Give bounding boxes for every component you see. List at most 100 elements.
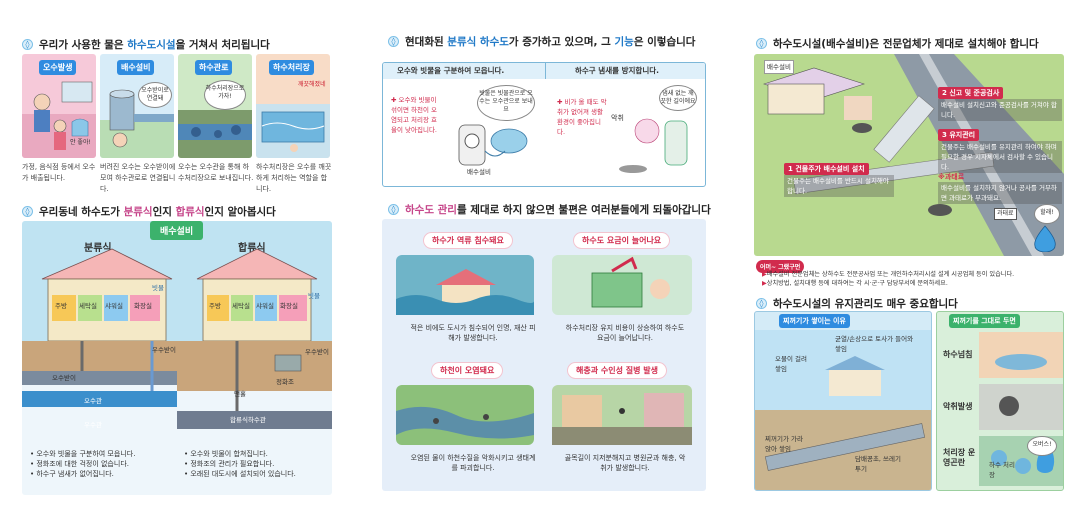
section-heading-2: ◊우리동네 하수도가 분류식인지 합류식인지 알아봅시다 bbox=[22, 204, 276, 219]
step-caption-4: 하수처리장은 오수를 깨끗하게 처리하는 역할을 합니다. bbox=[256, 163, 332, 193]
flood-illustration bbox=[396, 255, 534, 315]
step-text-3: 건물주는 배수설비를 유지관리 하여야 하며 필요한 경우 지자체에서 검사할 … bbox=[938, 141, 1062, 173]
step-caption-1: 가정, 음식점 등에서 오수가 배출됩니다. bbox=[22, 163, 96, 182]
bullet: • 정화조에 대한 걱정이 없습니다. bbox=[30, 460, 129, 468]
bullet: • 오수와 빗물을 구분하여 모읍니다. bbox=[30, 450, 136, 458]
consequence-text-3: 오염된 물이 하천수질을 악화시키고 생태계를 파괴합니다. bbox=[410, 454, 536, 472]
consequence-tag-4: 해충과 수인성 질병 발생 bbox=[568, 363, 666, 378]
step-caption-3: 오수는 오수관을 통해 하수처리장으로 보내집니다. bbox=[178, 163, 254, 182]
water-drop-mascot-icon bbox=[1034, 225, 1056, 252]
pipe-illustration bbox=[178, 110, 252, 158]
function-head-bg bbox=[383, 63, 545, 79]
odor-illustration bbox=[619, 118, 688, 173]
polluted-river-illustration bbox=[396, 385, 534, 445]
shop-sign: 배수설비 bbox=[764, 60, 794, 74]
speech-mascot: 할래! bbox=[1034, 204, 1060, 224]
notes: ▶배수설비 전문업체는 상하수도 전문공사업 또는 개인하수처리시설 설계 시공… bbox=[762, 270, 1072, 288]
drain-illustration bbox=[100, 89, 174, 158]
drop-icon: ◊ bbox=[22, 206, 33, 217]
step-card-1: 오수발생 안 좋아! bbox=[22, 54, 96, 158]
treatment-plant-illustration bbox=[256, 104, 330, 158]
banner-tag: 배수설비 bbox=[150, 221, 204, 240]
step-block-4: ※과태료 배수설비를 설치하지 않거나 공사를 거부하면 과태료가 부과돼요. bbox=[938, 172, 1062, 204]
speech-effects: 오버스! bbox=[1027, 436, 1057, 456]
speech-function-2: 냄새 없는 깨끗한 길이에요 bbox=[659, 85, 697, 111]
function-text-2: ✚ 비가 올 때도 악취가 없어져 생활환경이 좋아집니다. bbox=[557, 98, 607, 136]
room-label: 샤워실 bbox=[105, 302, 123, 310]
consequence-tag-3: 하천이 오염돼요 bbox=[432, 363, 503, 378]
panel-sewer-process: ◊우리가 사용한 물은 하수도시설을 거쳐서 처리됩니다 오수발생 안 좋아! … bbox=[0, 0, 360, 525]
step-title-2: 2 신고 및 준공검사 bbox=[938, 87, 1004, 99]
left-title: 분류식 bbox=[84, 243, 112, 254]
speech-step1: 안 좋아! bbox=[70, 139, 91, 146]
step-block-1: 1 건물주가 배수설비 설치 건물주는 배수설비를 반드시 설치해야 합니다. bbox=[784, 156, 894, 197]
combined-pipe-label: 합류식하수관 bbox=[230, 416, 266, 424]
step-caption-2: 버려진 오수는 오수받이에 모여 하수관로로 연결됩니다. bbox=[100, 163, 176, 193]
storm-inlet-label: 우수받이 bbox=[305, 348, 329, 356]
sediment-effects: 찌꺼기를 그대로 두면 하수넘침 악취발생 처리장 운영곤란 오버스! 하수 처… bbox=[936, 311, 1064, 491]
speech-function-1: 빗물은 빗물관으로 오수는 오수관으로 보내요 bbox=[477, 85, 535, 121]
bullet: • 오수와 빗물이 합쳐집니다. bbox=[184, 450, 268, 458]
panel-functions: ◊현대화된 분류식 하수도가 증가하고 있으며, 그 기능은 이렇습니다 오수와… bbox=[366, 0, 726, 525]
room-label: 세탁실 bbox=[232, 302, 250, 310]
step-tag-3: 하수관로 bbox=[195, 60, 233, 75]
effect-3: 처리장 운영곤란 bbox=[943, 448, 976, 467]
room-label: 주방 bbox=[209, 302, 221, 310]
section-heading-4: ◊하수도 관리를 제대로 하지 않으면 불편은 여러분들에게 되돌아갑니다 bbox=[388, 202, 711, 217]
fee-illustration bbox=[552, 255, 692, 315]
right-title: 합류식 bbox=[238, 243, 266, 254]
function-head-bg bbox=[545, 63, 705, 79]
function-label-2: 악취 bbox=[611, 114, 624, 122]
step-card-4: 하수처리장 깨끗해졌네 bbox=[256, 54, 330, 158]
step-text-1: 건물주는 배수설비를 반드시 설치해야 합니다. bbox=[784, 175, 894, 197]
fine-sign: 과태료 bbox=[994, 208, 1017, 220]
function-tag-1: 오수와 빗물을 구분하여 모읍니다. bbox=[397, 66, 505, 75]
combined-system-illustration bbox=[177, 248, 332, 429]
rain-label: 빗물 bbox=[152, 284, 164, 292]
step-text-4: 배수설비를 설치하지 않거나 공사를 거부하면 과태료가 부과돼요. bbox=[938, 182, 1062, 204]
function-tag-2: 하수구 냄새를 방지합니다. bbox=[575, 66, 659, 75]
cause-label-2: 균열/손상으로 토사가 들어와 쌓임 bbox=[835, 335, 914, 353]
sewage-pipe-label: 오수관 bbox=[84, 397, 102, 405]
left-bullets: • 오수와 빗물을 구분하여 모읍니다. • 정화조에 대한 걱정이 없습니다.… bbox=[30, 449, 170, 479]
function-box: 오수와 빗물을 구분하여 모읍니다. 하수구 냄새를 방지합니다. ✚ 오수와 … bbox=[382, 62, 706, 187]
step-block-2: 2 신고 및 준공검사 배수설비 설치신고와 준공검사를 거쳐야 합니다. bbox=[938, 80, 1062, 121]
room-label: 샤워실 bbox=[256, 302, 274, 310]
step-tag-2: 배수설비 bbox=[117, 60, 155, 75]
plant-label: 하수 처리장 bbox=[989, 461, 1015, 479]
cause-label-3: 찌꺼기가 가라앉아 쌓임 bbox=[765, 435, 803, 453]
cause-label-4: 담배꽁초, 쓰레기 투기 bbox=[855, 455, 901, 473]
cause-label-1: 오물이 걸려 쌓임 bbox=[775, 355, 807, 373]
step-block-3: 3 유지관리 건물주는 배수설비를 유지관리 하여야 하며 필요한 경우 지자체… bbox=[938, 122, 1062, 173]
septic-label: 정화조 bbox=[276, 378, 294, 386]
speech-step4: 깨끗해졌네 bbox=[298, 81, 326, 88]
separate-pipe-illustration bbox=[458, 124, 528, 166]
system-comparison: 배수설비 분류식 주방 세탁실 샤워실 화장실 빗물 우수받이 오수받이 오수관… bbox=[22, 221, 332, 495]
drop-icon: ◊ bbox=[388, 204, 399, 215]
step-tag-1: 오수발생 bbox=[39, 60, 77, 75]
separate-system-illustration bbox=[22, 248, 177, 407]
step-text-2: 배수설비 설치신고와 준공검사를 거쳐야 합니다. bbox=[938, 99, 1062, 121]
room-label: 화장실 bbox=[280, 302, 298, 310]
consequence-tag-1: 하수가 역류 침수돼요 bbox=[424, 233, 512, 248]
section-heading-6: ◊하수도시설의 유지관리도 매우 중요합니다 bbox=[756, 296, 958, 311]
effect-1: 하수넘침 bbox=[943, 350, 973, 359]
insect-illustration bbox=[552, 385, 692, 445]
kitchen-illustration bbox=[22, 81, 96, 158]
drop-icon: ◊ bbox=[756, 298, 767, 309]
step-card-2: 배수설비 오수받이로 연결돼 bbox=[100, 54, 174, 158]
section-heading-1: ◊우리가 사용한 물은 하수도시설을 거쳐서 처리됩니다 bbox=[22, 37, 270, 52]
speech-step3: 하수처리장으로 가자! bbox=[204, 80, 246, 110]
left-head: 찌꺼기가 쌓이는 이유 bbox=[779, 314, 850, 328]
consequence-text-1: 적은 비에도 도시가 침수되어 인명, 재산 피해가 발생합니다. bbox=[410, 324, 536, 342]
sediment-illustration bbox=[755, 330, 931, 490]
effect-2: 악취발생 bbox=[943, 402, 973, 411]
bullet: • 하수구 냄새가 없어집니다. bbox=[30, 470, 114, 478]
storm-inlet-label: 우수받이 bbox=[152, 346, 176, 354]
storm-pipe-label: 우수관 bbox=[84, 421, 102, 429]
manhole-label: 맨홀 bbox=[234, 390, 246, 398]
rain-label: 빗물 bbox=[308, 292, 320, 300]
right-bullets: • 오수와 빗물이 합쳐집니다. • 정화조의 관리가 필요합니다. • 오래된… bbox=[184, 449, 329, 479]
function-label-1: 배수설비 bbox=[467, 168, 491, 176]
bullet: • 정화조의 관리가 필요합니다. bbox=[184, 460, 275, 468]
